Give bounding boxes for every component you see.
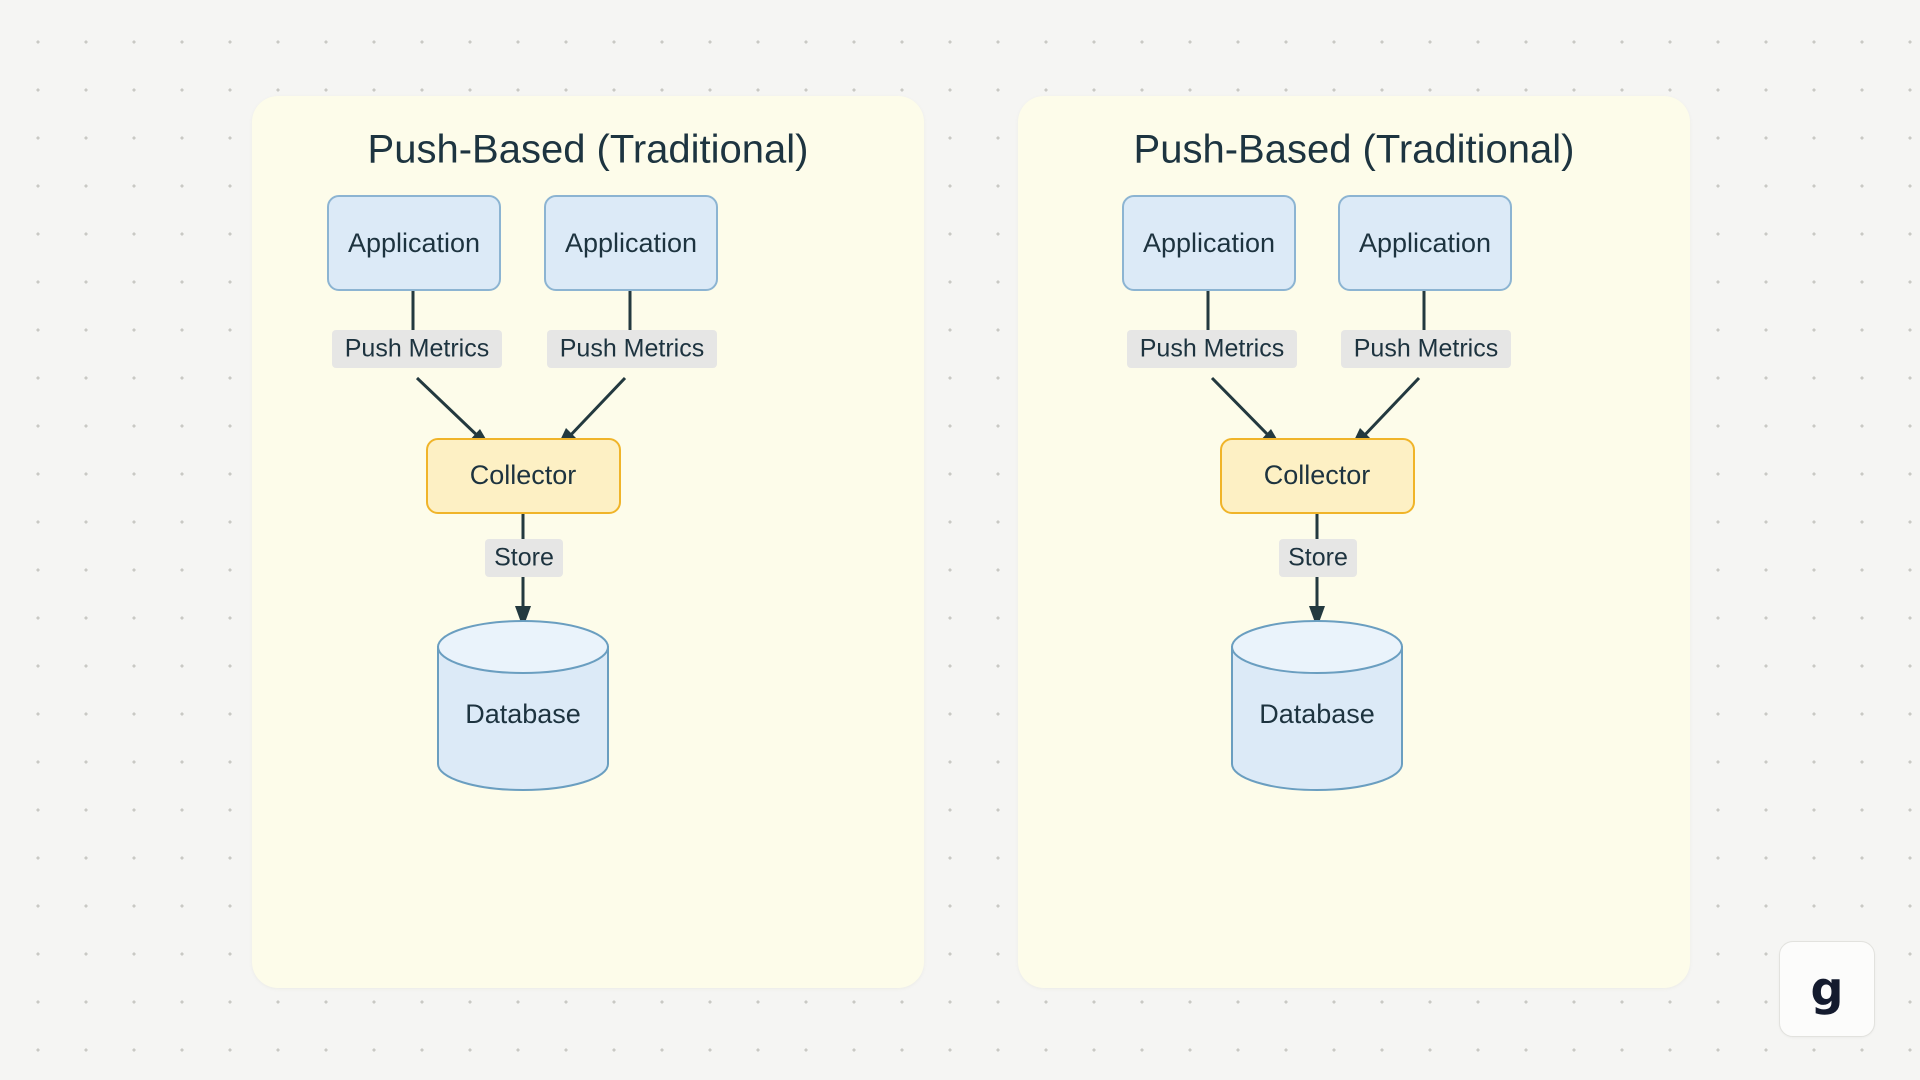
edge-app1-collector: Push Metrics (1127, 290, 1297, 451)
panel-right-graph: Push-Based (Traditional) Push Metrics Pu… (1122, 128, 1575, 791)
node-database[interactable]: Database (437, 620, 609, 791)
node-shape (1122, 195, 1296, 291)
edge-label-chip (1279, 539, 1357, 577)
panel-title: Push-Based (Traditional) (368, 128, 809, 172)
edge-collector-database: Store (1279, 490, 1357, 628)
node-database[interactable]: Database (1231, 620, 1403, 791)
node-application-2[interactable]: Application (1338, 195, 1512, 291)
logo-glyph: g (1810, 962, 1844, 1016)
panel-title: Push-Based (Traditional) (1134, 128, 1575, 172)
node-label: Application (348, 228, 480, 258)
app-logo-badge[interactable]: g (1779, 941, 1875, 1037)
node-application-2[interactable]: Application (544, 195, 718, 291)
edge-label: Push Metrics (1354, 335, 1498, 363)
diagram-panel-left: Push-Based (Traditional) Push Metrics Pu… (252, 96, 924, 988)
arrowhead-icon (1309, 606, 1325, 628)
edge-label-chip (1341, 330, 1511, 368)
cylinder-top-icon (437, 620, 609, 674)
node-collector[interactable]: Collector (426, 438, 621, 514)
edge-segment-diagonal (564, 376, 627, 442)
node-label: Database (465, 699, 581, 729)
edge-app1-collector: Push Metrics (332, 290, 502, 451)
node-label: Collector (1264, 460, 1371, 490)
node-application-1[interactable]: Application (327, 195, 501, 291)
cylinder-top-icon (1231, 620, 1403, 674)
node-label: Database (1259, 699, 1375, 729)
edge-label: Store (1288, 544, 1348, 572)
panel-left-graph: Push-Based (Traditional) Push Metrics Pu… (327, 128, 809, 791)
edge-segment-diagonal (415, 376, 484, 442)
cylinder-body-icon (1231, 646, 1403, 791)
diagram-panel-right: Push-Based (Traditional) Push Metrics Pu… (1018, 96, 1690, 988)
edge-label: Store (494, 544, 554, 572)
edge-segment-diagonal (1210, 376, 1275, 442)
edge-label: Push Metrics (1140, 335, 1284, 363)
node-shape (544, 195, 718, 291)
node-label: Application (565, 228, 697, 258)
cylinder-body-icon (437, 646, 609, 791)
edge-label-chip (485, 539, 563, 577)
node-collector[interactable]: Collector (1220, 438, 1415, 514)
edge-label-chip (547, 330, 717, 368)
node-shape (1220, 438, 1415, 514)
node-label: Application (1143, 228, 1275, 258)
edge-segment-diagonal (1358, 376, 1421, 442)
node-shape (1338, 195, 1512, 291)
edge-label-chip (332, 330, 502, 368)
edge-collector-database: Store (485, 490, 563, 628)
edge-label-chip (1127, 330, 1297, 368)
edge-app2-collector: Push Metrics (1341, 290, 1511, 451)
node-shape (426, 438, 621, 514)
node-application-1[interactable]: Application (1122, 195, 1296, 291)
arrowhead-icon (515, 606, 531, 628)
node-label: Collector (470, 460, 577, 490)
edge-label: Push Metrics (345, 335, 489, 363)
node-label: Application (1359, 228, 1491, 258)
node-shape (327, 195, 501, 291)
edge-label: Push Metrics (560, 335, 704, 363)
edge-app2-collector: Push Metrics (547, 290, 717, 451)
